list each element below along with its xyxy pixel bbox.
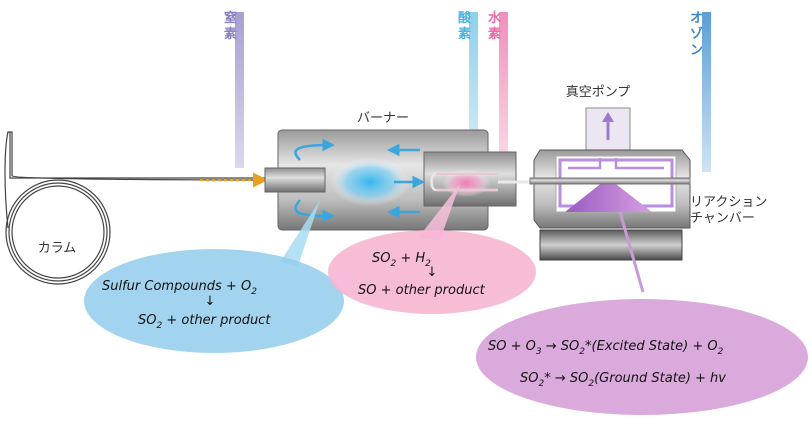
oxygen-label-char1: 酸 <box>458 10 472 26</box>
chamber-reaction-bubble: SO + O3 → SO2*(Excited State) + O2 SO2* … <box>476 299 808 415</box>
hydrogen-label-char1: 水 <box>488 10 502 26</box>
vacuum-pump-label: 真空ポンプ <box>566 85 631 100</box>
ozone-label-char1: オ <box>690 11 703 26</box>
chamber-reaction-line2: SO2* → SO2(Ground State) + hv <box>520 371 726 389</box>
chamber-pointer <box>618 211 645 293</box>
burner-reaction-line1: Sulfur Compounds + O2 <box>102 279 257 297</box>
reaction-chamber-label-1: リアクション <box>690 195 767 210</box>
burner-reaction-line2: SO2 + other product <box>138 313 271 331</box>
reaction-chamber-label-2: チャンバー <box>690 211 755 226</box>
ozone-supply: オ ゾ ン <box>690 11 711 172</box>
column-label: カラム <box>38 241 77 256</box>
burner-reaction-bubble: Sulfur Compounds + O2 ↓ SO2 + other prod… <box>84 249 344 353</box>
nitrogen-label-char2: 素 <box>224 26 237 42</box>
burner-pointer <box>280 200 320 266</box>
burner-label: バーナー <box>357 111 409 126</box>
hydrogen-label-char2: 素 <box>488 26 501 42</box>
reducer-reaction-line2: SO + other product <box>358 283 486 298</box>
nitrogen-label-char1: 窒 <box>224 10 237 26</box>
burner-unit <box>264 129 538 231</box>
chamber-reaction-line1: SO + O3 → SO2*(Excited State) + O2 <box>488 339 724 357</box>
reducer-reaction-bubble: SO2 + H2 ↓ SO + other product <box>328 230 536 314</box>
burner-reaction-arrow: ↓ <box>205 294 216 309</box>
burner-flame <box>330 158 410 206</box>
oxygen-label-char2: 素 <box>458 26 471 42</box>
reducer-reaction-line1: SO2 + H2 <box>372 251 431 269</box>
reducer-pointer <box>418 184 460 240</box>
reaction-chamber <box>529 149 691 261</box>
oxygen-supply: 酸 素 <box>458 10 478 164</box>
reducer-reaction-arrow: ↓ <box>427 265 438 280</box>
ozone-label-char3: ン <box>690 43 703 58</box>
ozone-label-char2: ゾ <box>690 26 703 42</box>
chemiluminescence-beam <box>565 178 652 212</box>
hydrogen-supply: 水 素 <box>488 10 508 164</box>
vacuum-pump <box>585 107 631 151</box>
nitrogen-supply: 窒 素 <box>224 10 244 168</box>
